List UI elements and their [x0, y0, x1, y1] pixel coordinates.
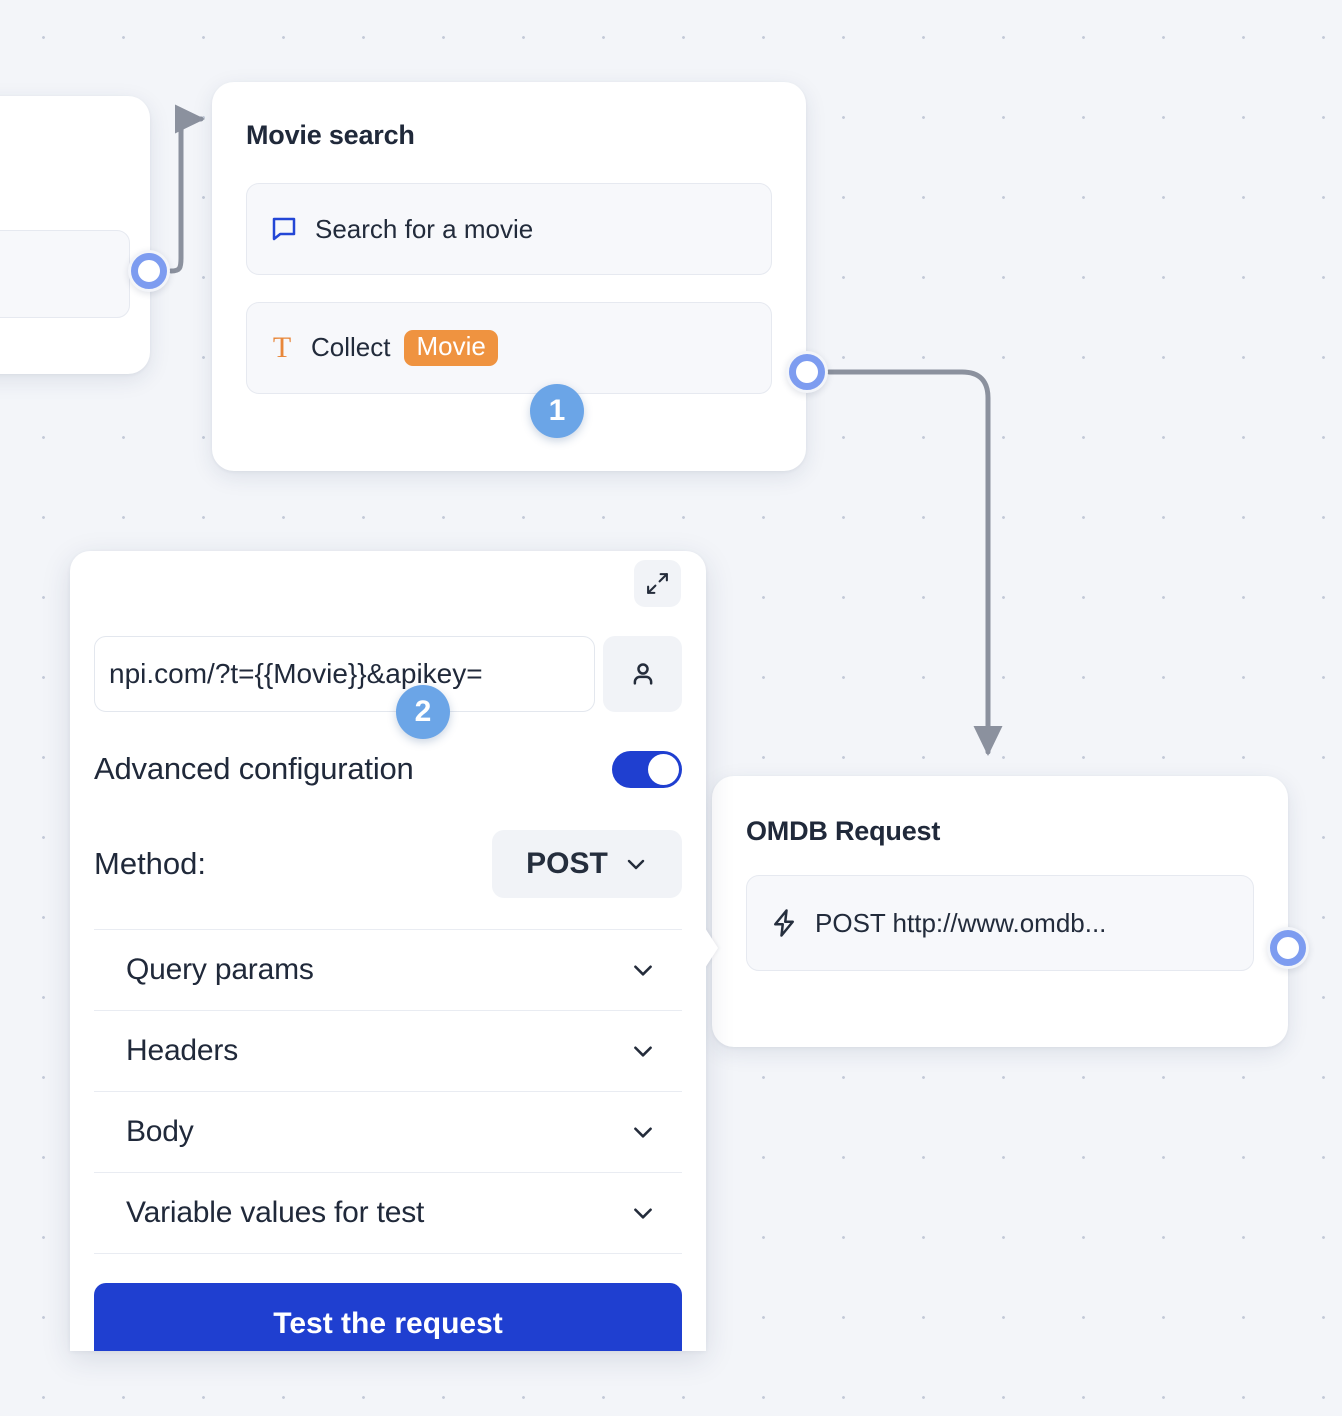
method-value: POST	[526, 847, 608, 880]
request-url-input[interactable]	[94, 636, 595, 712]
node-row-collect-movie[interactable]: T Collect Movie	[246, 302, 772, 394]
text-variable-icon: T	[272, 331, 292, 364]
connector-handle-omdb-output[interactable]	[1267, 927, 1309, 969]
accordion-label: Headers	[126, 1034, 238, 1067]
node-row-search-for-a-movie[interactable]: Search for a movie	[246, 183, 772, 275]
accordion-item-headers[interactable]: Headers	[94, 1011, 682, 1092]
chevron-down-icon[interactable]	[630, 1200, 682, 1226]
advanced-configuration-toggle[interactable]	[612, 750, 682, 788]
variable-pill[interactable]: Movie	[404, 329, 498, 367]
url-row[interactable]	[94, 636, 682, 712]
advanced-configuration-row[interactable]: Advanced configuration	[94, 746, 682, 792]
accordion-label: Variable values for test	[126, 1196, 425, 1229]
message-bubble-icon	[269, 214, 299, 244]
connector-handle-movie-search-output[interactable]	[786, 351, 828, 393]
request-config-panel[interactable]: Advanced configuration Method: POST Quer…	[70, 551, 706, 1351]
config-sections-accordion: Query params Headers Body	[94, 929, 682, 1254]
advanced-configuration-label: Advanced configuration	[94, 751, 414, 786]
chevron-down-icon[interactable]	[630, 957, 682, 983]
person-icon-button[interactable]	[603, 636, 682, 712]
node-row-label: POST http://www.omdb...	[815, 907, 1107, 938]
node-row-post-request[interactable]: POST http://www.omdb...	[746, 875, 1254, 971]
accordion-item-body[interactable]: Body	[94, 1092, 682, 1173]
step-badge-1: 1	[530, 384, 584, 438]
node-title-movie-search: Movie search	[246, 120, 415, 150]
connector-handle-previous-output[interactable]	[128, 250, 170, 292]
test-the-request-button[interactable]: Test the request	[94, 1283, 682, 1351]
method-label: Method:	[94, 846, 207, 881]
chevron-down-icon	[624, 852, 648, 876]
collect-label: Collect	[311, 332, 391, 363]
node-row-label: Search for a movie	[315, 213, 534, 244]
chevron-down-icon[interactable]	[630, 1119, 682, 1145]
method-row: Method: POST	[94, 830, 682, 898]
accordion-item-query-params[interactable]: Query params	[94, 930, 682, 1011]
expand-panel-button[interactable]	[634, 560, 681, 607]
method-select[interactable]: POST	[492, 830, 682, 898]
chevron-down-icon[interactable]	[630, 1038, 682, 1064]
node-card-movie-search[interactable]: Movie search Search for a movie T Collec…	[212, 82, 806, 471]
node-card-previous[interactable]	[0, 96, 150, 374]
step-badge-2: 2	[396, 685, 450, 739]
accordion-item-variable-values-for-test[interactable]: Variable values for test	[94, 1173, 682, 1254]
panel-pointer-arrow	[705, 928, 718, 968]
accordion-label: Query params	[126, 953, 314, 986]
node-title-omdb-request: OMDB Request	[746, 816, 941, 846]
node-row-label: Collect Movie	[311, 329, 498, 367]
lightning-bolt-icon	[769, 907, 799, 939]
accordion-label: Body	[126, 1115, 194, 1148]
node-row[interactable]	[0, 230, 130, 318]
node-card-omdb-request[interactable]: OMDB Request POST http://www.omdb...	[712, 776, 1288, 1047]
